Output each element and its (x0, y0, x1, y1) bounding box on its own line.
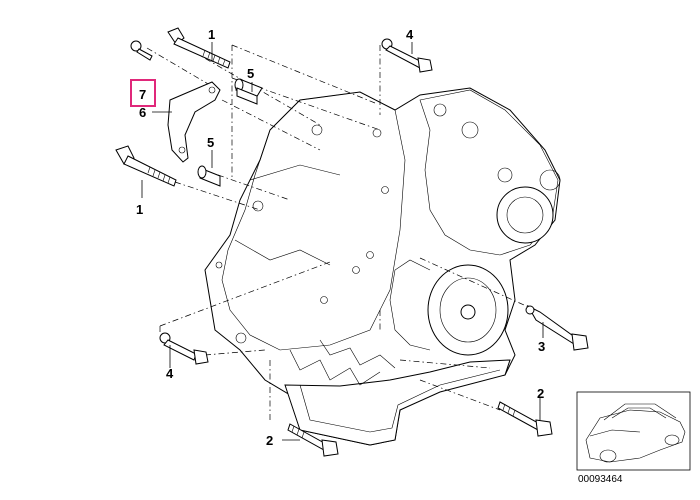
bracket-6 (167, 81, 221, 163)
callout-7: 7 (139, 87, 146, 102)
bolt-2-right (497, 401, 553, 437)
screw-top-left (130, 40, 153, 61)
highlight-box (130, 79, 156, 107)
bolt-1-top (167, 27, 231, 69)
callout-4-left: 4 (166, 366, 174, 381)
transmission-housing (204, 87, 561, 446)
callout-3: 3 (538, 339, 545, 354)
callout-4-top: 4 (406, 27, 414, 42)
callout-2-right: 2 (537, 386, 544, 401)
part-number: 00093464 (578, 474, 623, 485)
bolt-4-left (159, 332, 209, 365)
callout-6: 6 (139, 105, 146, 120)
car-thumbnail[interactable] (576, 391, 691, 471)
callout-1-top: 1 (208, 27, 215, 42)
leader-lines (141, 42, 544, 441)
bolt-1-left (115, 145, 177, 187)
alignment-lines (146, 44, 536, 420)
bolt-4-top (381, 38, 433, 73)
sleeve-5-top (234, 78, 263, 105)
bolt-2-bottom (287, 423, 339, 457)
callout-5-top: 5 (247, 66, 254, 81)
bolt-3 (525, 304, 589, 351)
callout-5-mid: 5 (207, 135, 214, 150)
callout-1-left: 1 (136, 202, 143, 217)
sleeve-5-mid (197, 165, 221, 187)
callout-2-bottom: 2 (266, 433, 273, 448)
